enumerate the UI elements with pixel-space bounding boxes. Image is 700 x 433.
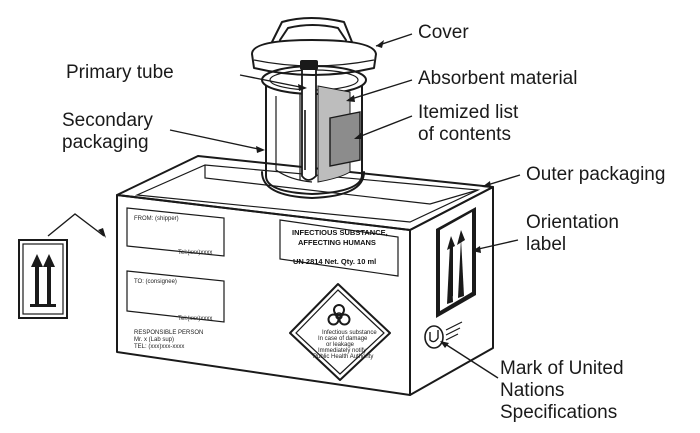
label-outer-packaging: Outer packaging [526,164,665,185]
biohazard-diamond: Infectious substance In case of damage o… [289,283,391,381]
label-primary-tube: Primary tube [66,62,174,83]
diamond-line-1: Infectious substance [322,330,377,336]
label-orientation-line-1: Orientation [526,212,619,233]
infectious-line-3: UN 2814 Net. Qty. 10 ml [293,257,376,266]
orientation-label-side [436,207,476,318]
responsible-line-3: TEL: (xxx)xxx-xxxx [134,344,184,350]
to-address-box: TO: (consignee) Tel:(xxx)xxxx [126,270,225,323]
label-orientation-line-2: label [526,234,566,255]
cover-lid [251,17,377,76]
up-arrows-icon [447,230,465,304]
responsible-line-1: RESPONSIBLE PERSON [134,330,203,336]
from-address-box: FROM: (shipper) Tel:(xxx)xxxx [126,207,225,257]
from-phone: Tel:(xxx)xxxx [178,250,212,256]
outer-packaging-box [116,155,494,396]
un-mark-icon [429,330,439,343]
infectious-line-2: AFFECTING HUMANS [298,238,376,247]
responsible-line-2: Mr. x (Lab sup) [134,337,174,343]
to-phone: Tel:(xxx)xxxx [178,316,212,322]
diamond-line-4: Immediately notify [318,348,366,354]
infectious-substance-label: INFECTIOUS SUBSTANCE, AFFECTING HUMANS U… [279,219,399,277]
label-secondary-line-2: packaging [62,132,149,153]
responsible-person: RESPONSIBLE PERSON Mr. x (Lab sup) TEL: … [134,330,203,350]
leader-lines [169,33,521,379]
label-itemized-line-2: of contents [418,124,511,145]
label-secondary-line-1: Secondary [62,110,153,131]
orientation-label-standalone [18,239,68,319]
label-pointer-arrow [47,213,105,237]
primary-tube [300,60,318,181]
label-un-line-3: Specifications [500,402,617,423]
diamond-line-2: In case of damage [318,336,368,342]
label-cover: Cover [418,22,469,43]
un-mark [424,321,463,349]
diamond-line-5: Public Health Authority [313,354,373,360]
callout-labels: Cover Primary tube Absorbent material It… [62,22,665,423]
secondary-packaging [261,65,367,199]
label-un-line-1: Mark of United [500,358,624,379]
label-absorbent-material: Absorbent material [418,68,577,89]
infectious-line-1: INFECTIOUS SUBSTANCE, [292,228,388,237]
from-label: FROM: (shipper) [134,216,179,222]
up-arrows-icon [30,254,56,307]
diamond-line-3: or leakage [326,342,355,348]
biohazard-icon [327,304,351,326]
label-un-line-2: Nations [500,380,564,401]
label-itemized-line-1: Itemized list [418,102,519,123]
to-label: TO: (consignee) [134,279,177,285]
